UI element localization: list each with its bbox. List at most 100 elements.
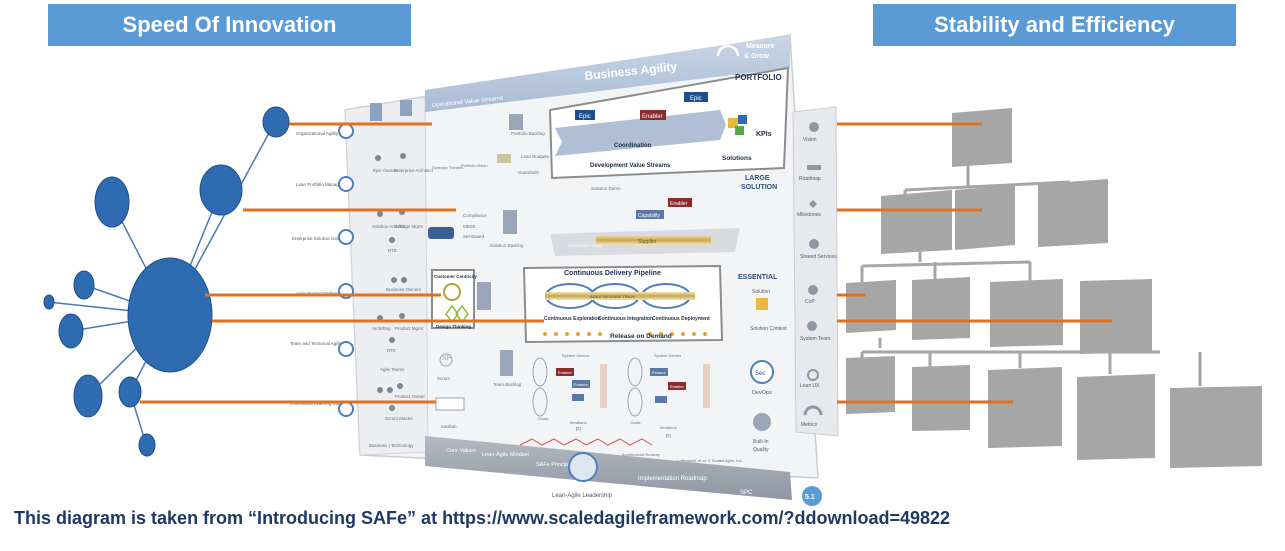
epic-tag-1 — [575, 110, 595, 120]
network-node-9 — [138, 433, 156, 457]
version-badge — [802, 486, 822, 506]
hierarchy-box-l4-2 — [912, 365, 970, 431]
enabler-tag-portfolio — [640, 110, 666, 120]
copyright-label: Leffingwell, et al. © Scaled Agile, Inc. — [677, 458, 743, 463]
kpis-cubes — [728, 115, 747, 135]
team-iterations-area — [519, 357, 710, 446]
continuous-integration-label: Continuous Integration — [598, 316, 653, 322]
devops-label: DevOps — [752, 390, 772, 396]
supplier-label: Supplier — [638, 239, 657, 245]
role-epic-owners: Epic Owners — [373, 168, 399, 173]
network-node-3 — [94, 176, 130, 228]
team-backlog-label: Team Backlog — [493, 382, 522, 387]
network-node-1 — [262, 106, 290, 138]
compliance-label: Compliance — [463, 213, 487, 218]
hierarchy-box-l2-3 — [1038, 179, 1108, 247]
xp-label: XP — [442, 355, 452, 362]
quality-label: Quality — [753, 447, 769, 453]
epic-tag-2 — [684, 92, 708, 102]
role-arch-eng: Arch/Eng — [372, 326, 391, 331]
strategic-themes-label: Strategic Themes — [432, 165, 463, 170]
spanning-items: Vision Roadmap Milestones Shared Service… — [797, 122, 837, 428]
enabler-tag-large — [668, 198, 692, 207]
solution-cube-icon — [756, 298, 768, 310]
solution-backlog-label: Solution Backlog — [490, 243, 524, 248]
iterations-label-1: Iterations — [570, 420, 586, 425]
hierarchy-org-chart — [846, 108, 1262, 468]
design-diamond-2 — [455, 304, 469, 324]
grow-label: & Grow — [744, 53, 769, 60]
vision-icon — [809, 122, 819, 132]
solution-intent-icon — [428, 227, 454, 239]
capability-tag — [636, 210, 664, 219]
hierarchy-box-l3-1 — [846, 280, 896, 333]
hierarchy-box-l3-3 — [990, 279, 1063, 347]
release-on-demand-label: Release on Demand — [610, 333, 672, 340]
lean-ux-label: Lean UX — [800, 383, 820, 389]
metrics-label: Metrics — [801, 422, 818, 428]
pi-label-1: PI — [576, 427, 581, 433]
role-solution-mgmt: Solution Mgmt — [394, 224, 424, 229]
enabler-tag-large-label: Enabler — [670, 201, 688, 207]
capability-label: Capability — [638, 213, 660, 219]
competency-lpm: Lean Portfolio Management — [296, 182, 352, 187]
portfolio-backlog-label: Portfolio Backlog — [511, 131, 545, 136]
measure-label: Measure — [746, 43, 775, 50]
network-node-7 — [73, 374, 103, 418]
milestones-icon — [809, 200, 817, 208]
solution-context-label: Solution Context — [750, 326, 787, 332]
solution-label: Solution — [752, 289, 770, 295]
coordination-label: Coordination — [614, 143, 652, 149]
enabler-team-label: Enabler — [558, 370, 572, 375]
customer-icon — [443, 283, 461, 301]
customer-centricity-label: Customer Centricity — [434, 274, 478, 279]
supplier-bar — [596, 235, 711, 245]
kpis-label: KPIs — [756, 131, 772, 138]
safe-big-picture: Business Agility Operational Value Strea… — [290, 34, 839, 506]
feature-team-label-2: Feature — [652, 370, 667, 375]
role-solution-arch: Solution Arch/Eng — [372, 224, 408, 229]
kanban-label: Kanban — [441, 424, 457, 429]
network-node-6 — [58, 313, 84, 349]
mbse-label: MBSE — [463, 224, 476, 229]
agile-release-train-bar — [545, 292, 695, 300]
solution-demo-label: Solution Demo — [591, 186, 621, 191]
enabler-tag-portfolio-label: Enabler — [642, 114, 663, 120]
scrum-label: Scrum — [437, 376, 450, 381]
role-rte: RTE — [387, 348, 396, 353]
design-diamond-1 — [445, 304, 459, 324]
implementation-roadmap-label: Implementation Roadmap — [638, 476, 707, 482]
foundation-footer — [425, 436, 792, 500]
milestones-label: Milestones — [797, 212, 821, 218]
essential-label: ESSENTIAL — [738, 274, 778, 281]
role-scrum-master: Scrum Master — [385, 416, 414, 421]
safe-principles-label: SAFe Principles — [536, 462, 575, 468]
dev-value-streams-label: Development Value Streams — [590, 163, 671, 169]
portfolio-vision-label: Portfolio Vision — [461, 163, 488, 168]
hierarchy-box-l4-1 — [846, 356, 895, 414]
network-node-8 — [118, 376, 142, 408]
portfolio-label: PORTFOLIO — [735, 73, 782, 82]
measure-grow: Measure & Grow — [716, 43, 775, 60]
epic-tag-2-label: Epic — [690, 96, 702, 102]
hierarchy-box-l3-4 — [1080, 279, 1152, 354]
hierarchy-box-l4-3 — [988, 367, 1062, 448]
business-agility-header — [425, 35, 790, 112]
system-team-icon — [807, 321, 817, 331]
hierarchy-box-top — [952, 108, 1012, 167]
mapping-connectors — [140, 122, 1112, 404]
program-backlog-icon — [477, 282, 491, 310]
source-caption: This diagram is taken from “Introducing … — [14, 508, 951, 528]
business-technology-label: Business | Technology — [369, 443, 414, 448]
network-hub-node — [127, 257, 213, 373]
role-rte-large: RTE — [388, 248, 397, 253]
large-solution-label-2: SOLUTION — [741, 184, 777, 191]
hierarchy-box-l3-2 — [912, 277, 970, 340]
competency-organizational-agility: Organizational Agility — [296, 131, 339, 136]
role-agile-teams: Agile Teams — [380, 367, 405, 372]
roles: Epic Owners Enterprise Architect Solutio… — [369, 168, 434, 448]
role-product-mgmt: Product Mgmt — [395, 326, 424, 331]
set-based-label: Set-Based — [463, 234, 485, 239]
goals-label-2: Goals — [630, 420, 640, 425]
built-in-quality-icon — [753, 413, 771, 431]
